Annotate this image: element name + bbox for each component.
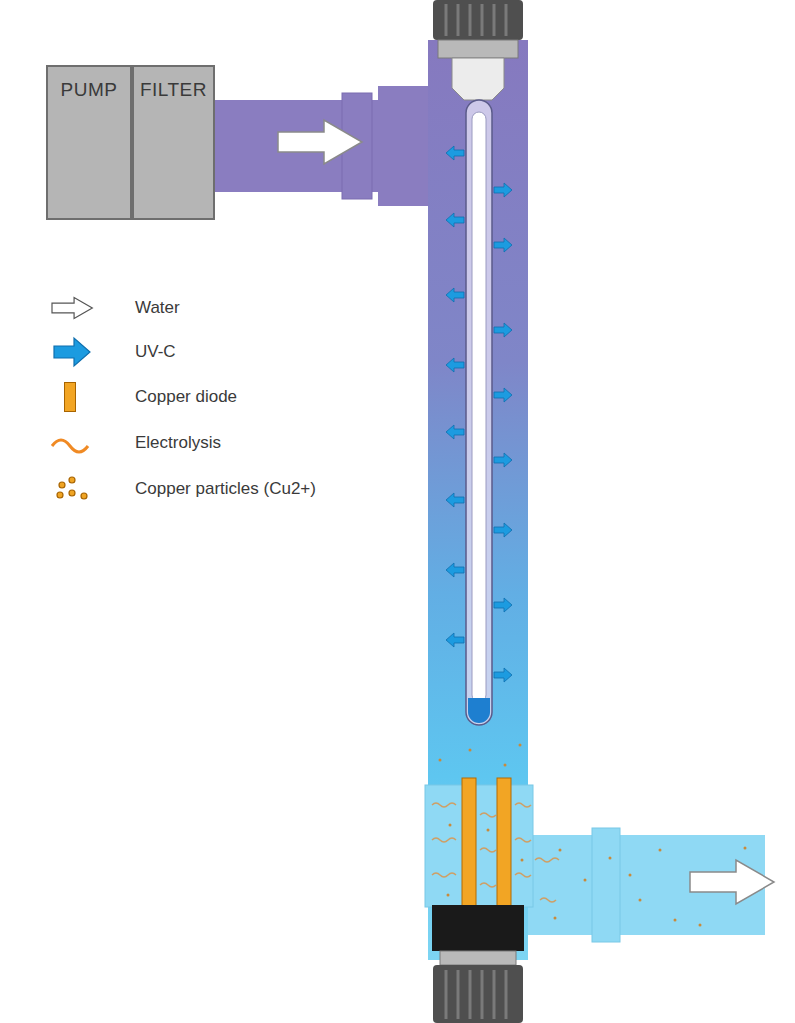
water-arrow: [278, 120, 362, 164]
cap-ridges: [446, 970, 506, 1019]
equipment-label: PUMP: [48, 67, 130, 101]
diode-base: [432, 905, 524, 951]
legend-uvc-symbol: [54, 338, 90, 366]
bottom-cap: [433, 965, 523, 1023]
legend-electrolysis-symbol: [52, 440, 88, 452]
legend-particles-symbol: [57, 477, 87, 499]
legend-label: Copper particles (Cu2+): [135, 479, 316, 499]
electrolysis-waves: [432, 803, 559, 902]
pipe-fitting: [378, 86, 434, 206]
water-arrow: [690, 860, 774, 904]
legend-swatch: [64, 382, 76, 412]
equipment-box: PUMP: [46, 65, 132, 220]
copper-particles: [439, 744, 747, 927]
cap-ridges: [446, 4, 506, 36]
copper-diode: [497, 778, 511, 908]
lamp-holder: [452, 58, 504, 100]
legend-label: UV-C: [135, 342, 176, 362]
uv-arrows: [446, 146, 512, 682]
legend-water-symbol: [52, 297, 92, 318]
legend-label: Water: [135, 298, 180, 318]
cap-collar: [438, 40, 518, 58]
equipment-box: FILTER: [132, 65, 215, 220]
pipe-fitting: [592, 828, 620, 942]
uv-lamp: [472, 112, 486, 702]
cap-collar: [440, 951, 516, 965]
quartz-sleeve: [466, 100, 492, 725]
legend-label: Copper diode: [135, 387, 237, 407]
top-cap: [433, 0, 523, 40]
copper-diode: [462, 778, 476, 908]
copper-chamber: [425, 785, 533, 907]
legend-label: Electrolysis: [135, 433, 221, 453]
equipment-label: FILTER: [134, 67, 213, 101]
lamp-end: [468, 698, 490, 723]
